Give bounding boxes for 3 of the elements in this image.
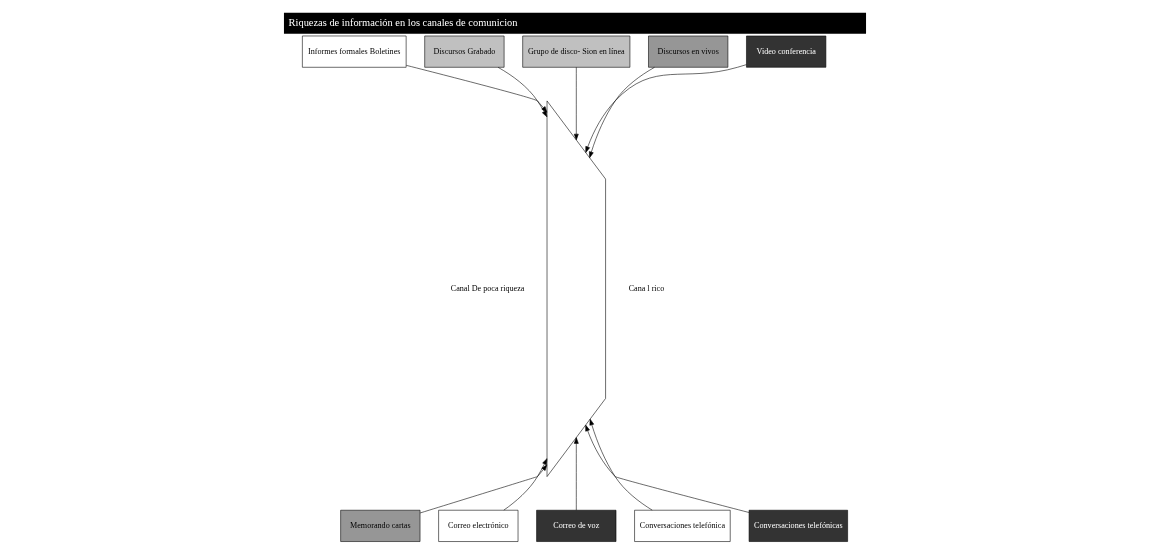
node-label: Canal De poca riqueza [450, 283, 524, 293]
diagram-title: Riquezas de información en los canales de comunicion [288, 16, 518, 28]
node-label: Cana l rico [628, 283, 664, 293]
